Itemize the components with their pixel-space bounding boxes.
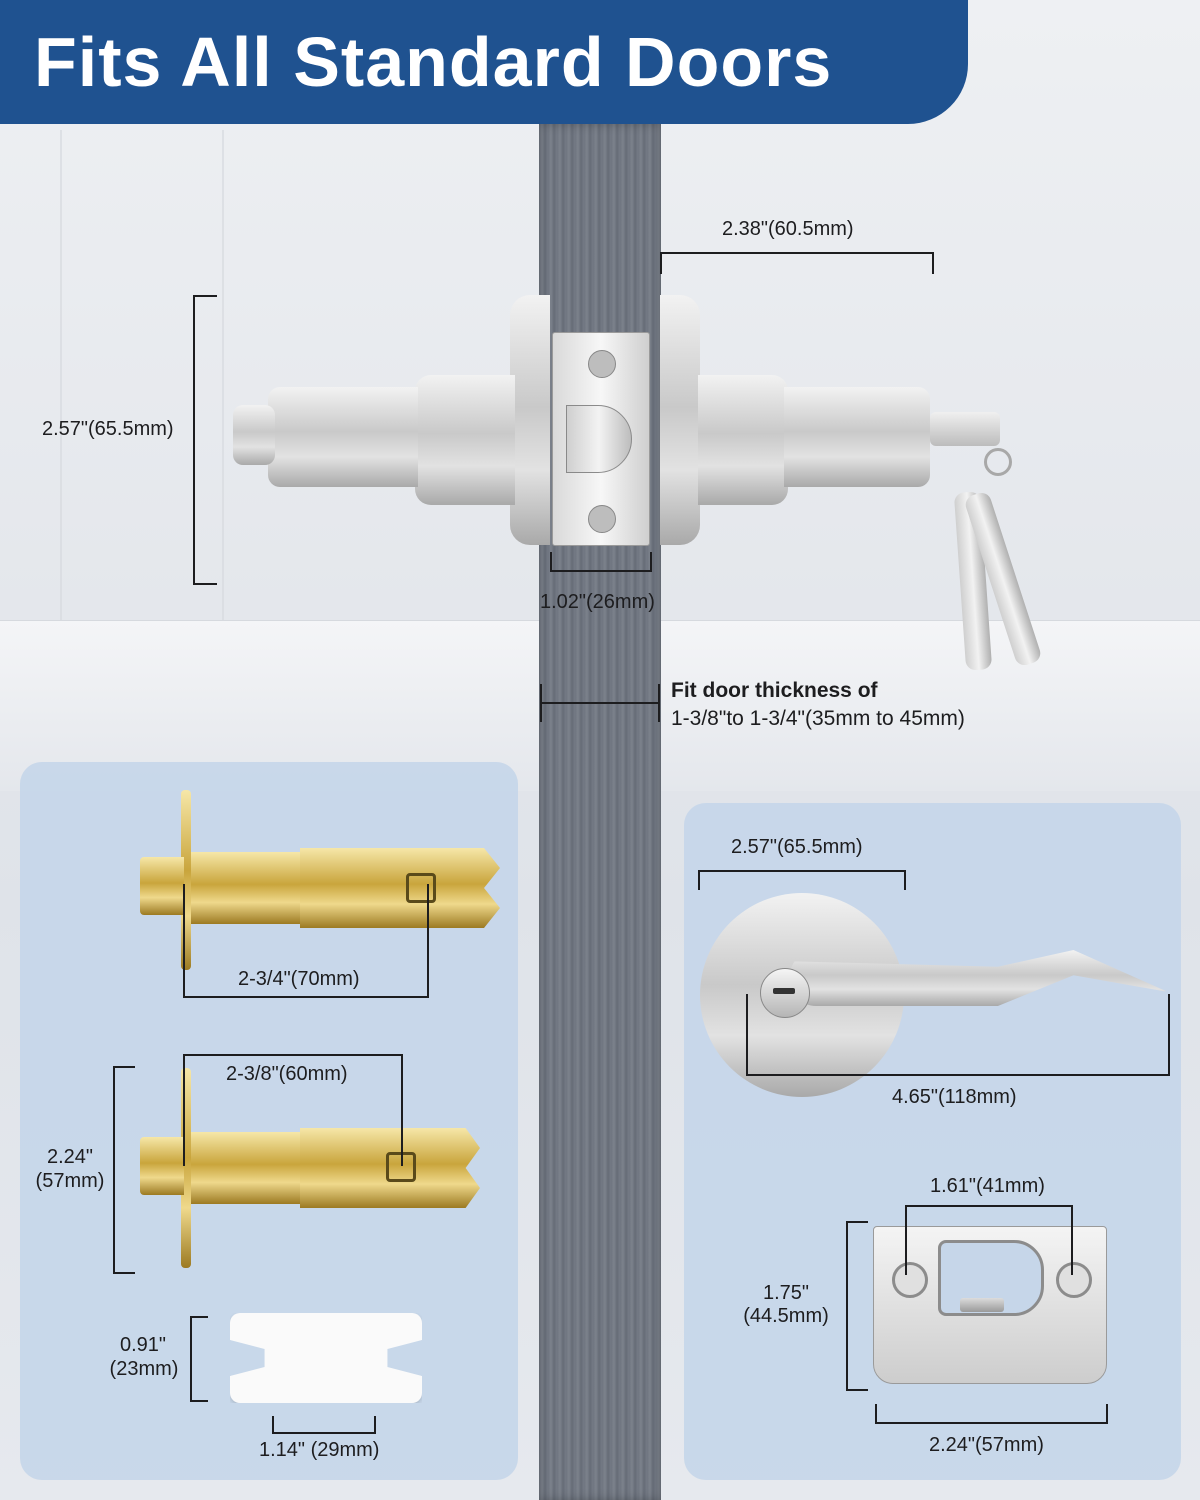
strike-lip — [960, 1298, 1004, 1312]
dim-projection-line — [660, 252, 934, 274]
latch-height-mm-label: (57mm) — [35, 1170, 105, 1192]
title-banner: Fits All Standard Doors — [0, 0, 968, 124]
strike-screw-hole-right — [1056, 1262, 1092, 1298]
latch-60-frame — [300, 1128, 480, 1208]
dim-rose-diameter-line — [698, 870, 906, 890]
dim-strike-height-line — [846, 1221, 868, 1391]
left-rose — [510, 295, 550, 545]
latch-70-faceplate — [181, 790, 191, 970]
faceplate-screw-top — [588, 350, 616, 378]
strike-height-mm-label: (44.5mm) — [743, 1305, 829, 1327]
right-knob-hub — [698, 375, 788, 505]
backset-70-label: 2-3/4"(70mm) — [238, 968, 360, 990]
spacer-height-mm-label: (23mm) — [109, 1358, 179, 1380]
dim-faceplate-line — [550, 552, 652, 572]
door-thickness-title: Fit door thickness of — [671, 679, 878, 702]
keyhole-icon — [773, 988, 795, 994]
right-knob — [784, 387, 930, 487]
knob-height-label: 2.57"(65.5mm) — [42, 418, 174, 440]
dim-strike-width-line — [875, 1404, 1108, 1424]
dim-spacer-height-line — [190, 1316, 208, 1402]
right-rose — [660, 295, 700, 545]
dim-lever-length-line — [746, 994, 1170, 1076]
dim-backset-60-line — [183, 1054, 403, 1166]
latch-60-bolt — [140, 1137, 184, 1195]
left-knob — [268, 387, 418, 487]
privacy-turn-button — [233, 405, 275, 465]
dim-door-thickness-tick-left — [540, 684, 542, 722]
strike-width-label: 2.24"(57mm) — [929, 1434, 1044, 1456]
rose-diameter-label: 2.57"(65.5mm) — [731, 836, 863, 858]
strike-height-inch-label: 1.75" — [762, 1282, 810, 1304]
dim-latch-height-line — [113, 1066, 135, 1274]
door-thickness-range: 1-3/8"to 1-3/4"(35mm to 45mm) — [671, 707, 965, 730]
faceplate-width-label: 1.02"(26mm) — [540, 591, 655, 613]
page-title: Fits All Standard Doors — [34, 23, 833, 101]
latch-60-barrel — [191, 1132, 303, 1204]
strike-screw-hole-left — [892, 1262, 928, 1298]
key-in-cylinder — [930, 412, 1000, 446]
strike-hole-spacing-label: 1.61"(41mm) — [930, 1175, 1045, 1197]
dim-spacer-width-line — [272, 1416, 376, 1434]
dim-strike-hole-spacing-line — [905, 1205, 1073, 1275]
faceplate-screw-bottom — [588, 505, 616, 533]
latch-height-inch-label: 2.24" — [46, 1146, 94, 1168]
dim-knob-height-line — [193, 295, 217, 585]
lever-length-label: 4.65"(118mm) — [892, 1086, 1017, 1108]
latch-70-bolt — [140, 857, 184, 915]
lever-key-cylinder — [760, 968, 810, 1018]
dim-backset-70-line — [183, 884, 429, 998]
left-knob-hub — [415, 375, 515, 505]
backset-60-label: 2-3/8"(60mm) — [226, 1063, 348, 1085]
background-window — [60, 130, 224, 690]
dim-door-thickness-tick-right — [658, 684, 660, 722]
latch-70-frame — [300, 848, 500, 928]
latch-bolt — [566, 405, 632, 473]
key-ring — [984, 448, 1012, 476]
door-edge — [539, 124, 661, 1500]
latch-60-faceplate — [181, 1068, 191, 1268]
latch-70-square-hole — [406, 873, 436, 903]
dim-door-thickness-line — [540, 702, 658, 704]
spacer-width-label: 1.14" (29mm) — [259, 1439, 380, 1461]
spacer-height-inch-label: 0.91" — [119, 1334, 167, 1356]
latch-70-barrel — [191, 852, 303, 924]
projection-label: 2.38"(60.5mm) — [722, 218, 854, 240]
